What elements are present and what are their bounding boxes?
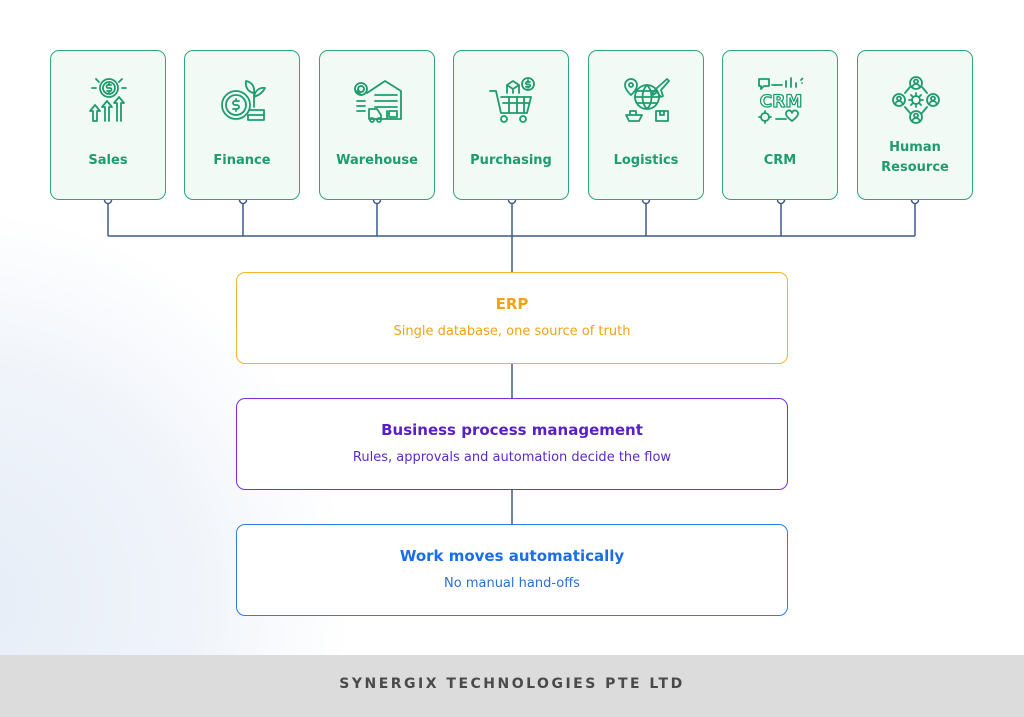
bpm-subtitle: Rules, approvals and automation decide t…: [352, 450, 672, 465]
module-label: Human Resource: [858, 138, 972, 178]
module-human-resource: Human Resource: [857, 50, 973, 200]
module-finance: Finance: [184, 50, 300, 200]
finance-coin-plant-icon: [221, 80, 266, 121]
crm-icon: CRM: [758, 77, 804, 124]
bpm-title: Business process management: [381, 421, 643, 439]
crm-icon-text: CRM: [760, 92, 802, 112]
human-resource-network-icon: [892, 76, 940, 124]
automation-box: Work moves automatically No manual hand-…: [236, 524, 788, 616]
module-logistics: Logistics: [588, 50, 704, 200]
erp-title: ERP: [495, 295, 529, 313]
module-label: CRM: [763, 153, 797, 168]
module-label: Finance: [213, 153, 271, 168]
automation-title: Work moves automatically: [399, 547, 625, 565]
module-label: Purchasing: [470, 153, 552, 168]
module-label: Warehouse: [336, 153, 418, 168]
footer-company-name: SYNERGIX TECHNOLOGIES PTE LTD: [339, 676, 685, 692]
module-warehouse: Warehouse: [319, 50, 435, 200]
sales-chart-icon: [89, 78, 127, 122]
erp-box: ERP Single database, one source of truth: [236, 272, 788, 364]
footer: SYNERGIX TECHNOLOGIES PTE LTD: [0, 655, 1024, 717]
module-crm: CRM CRM: [722, 50, 838, 200]
module-purchasing: Purchasing: [453, 50, 569, 200]
module-sales: Sales: [50, 50, 166, 200]
module-label-line1: Human: [889, 140, 941, 155]
module-label: Logistics: [613, 153, 679, 168]
automation-subtitle: No manual hand-offs: [444, 576, 580, 591]
shopping-cart-icon: [489, 77, 535, 123]
globe-logistics-icon: [624, 78, 670, 122]
module-label: Sales: [88, 153, 128, 168]
erp-subtitle: Single database, one source of truth: [393, 324, 631, 339]
module-label-line2: Resource: [881, 160, 949, 175]
bpm-box: Business process management Rules, appro…: [236, 398, 788, 490]
warehouse-forklift-icon: [354, 80, 402, 123]
